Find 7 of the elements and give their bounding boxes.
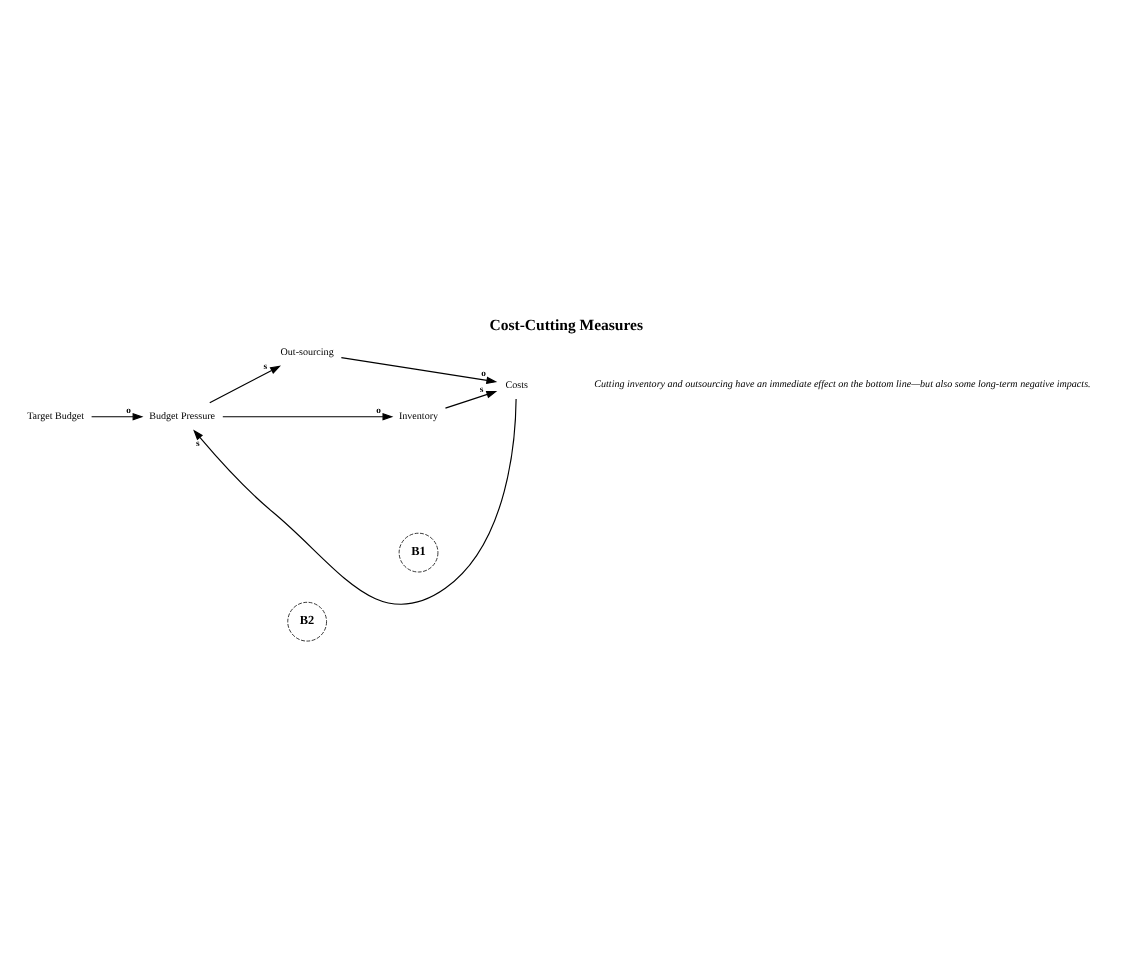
arrow [444,389,498,408]
arrow [340,356,498,384]
arrow [193,397,517,604]
arrow [222,411,394,420]
arrow [209,364,281,403]
arrow [91,411,144,420]
diagram-title: Cost-Cutting Measures [489,314,643,333]
